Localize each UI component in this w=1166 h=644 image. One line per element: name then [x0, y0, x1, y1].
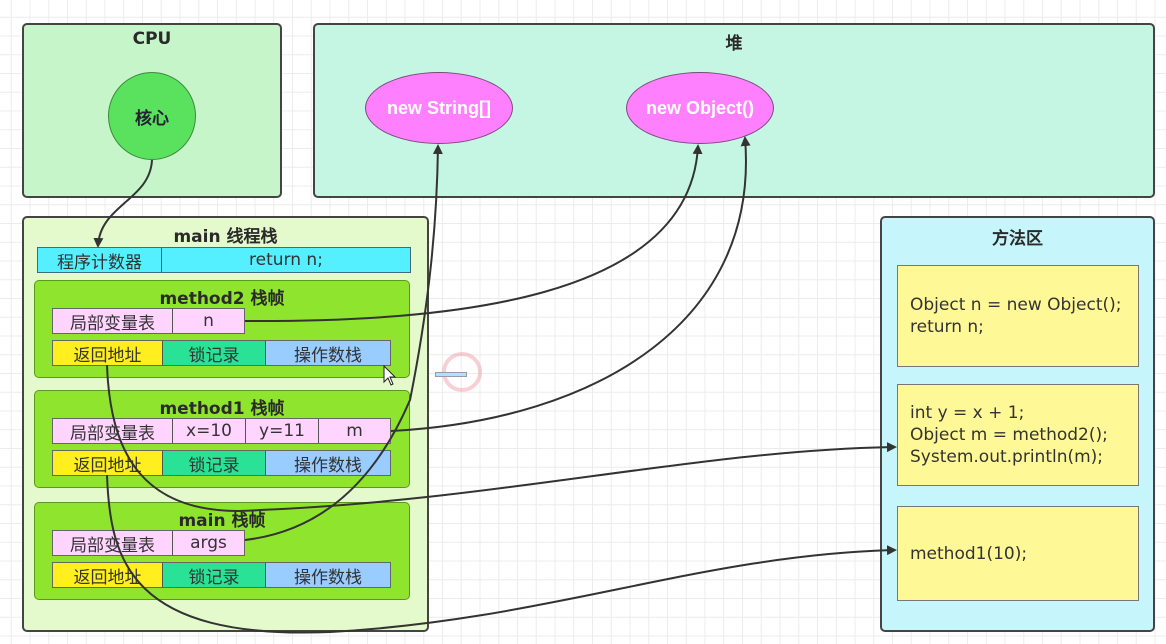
heap-object-string-array[interactable]: new String[]	[365, 72, 513, 144]
program-counter-row[interactable]: 程序计数器 return n;	[37, 247, 411, 273]
code-block-method2[interactable]: Object n = new Object(); return n;	[897, 265, 1139, 367]
click-indicator-bar	[435, 372, 467, 377]
locals-row-method2[interactable]: 局部变量表 n	[52, 308, 245, 334]
locals-row-main[interactable]: 局部变量表 args	[52, 530, 245, 556]
frame-title: method1 栈帧	[159, 399, 285, 419]
local-var-x[interactable]: x=10	[173, 419, 246, 443]
local-var-y[interactable]: y=11	[246, 419, 319, 443]
lock-record[interactable]: 锁记录	[163, 341, 266, 366]
locals-row-method1[interactable]: 局部变量表 x=10 y=11 m	[52, 418, 391, 444]
local-var-m[interactable]: m	[346, 421, 363, 441]
heap-title: 堆	[725, 34, 743, 54]
code-block-method1[interactable]: int y = x + 1; Object m = method2(); Sys…	[897, 384, 1139, 486]
return-address[interactable]: 返回地址	[53, 451, 163, 476]
frame-title: main 栈帧	[178, 511, 266, 531]
locals-label: 局部变量表	[53, 309, 173, 334]
lock-record[interactable]: 锁记录	[163, 563, 266, 588]
program-counter-value: return n;	[249, 250, 323, 270]
frame-info-row-method2[interactable]: 返回地址 锁记录 操作数栈	[52, 340, 391, 366]
heap-object-object[interactable]: new Object()	[626, 72, 774, 144]
cpu-title: CPU	[132, 29, 172, 49]
program-counter-label: 程序计数器	[38, 248, 162, 273]
locals-label: 局部变量表	[53, 419, 173, 444]
operand-stack[interactable]: 操作数栈	[266, 563, 390, 588]
local-var-args[interactable]: args	[190, 533, 227, 553]
frame-title: method2 栈帧	[159, 289, 285, 309]
operand-stack[interactable]: 操作数栈	[266, 451, 390, 476]
stack-title: main 线程栈	[173, 227, 278, 247]
operand-stack[interactable]: 操作数栈	[266, 341, 390, 366]
return-address[interactable]: 返回地址	[53, 341, 163, 366]
locals-label: 局部变量表	[53, 531, 173, 556]
return-address[interactable]: 返回地址	[53, 563, 163, 588]
code-block-main[interactable]: method1(10);	[897, 506, 1139, 601]
method-area-title: 方法区	[992, 229, 1043, 249]
frame-info-row-main[interactable]: 返回地址 锁记录 操作数栈	[52, 562, 391, 588]
cpu-core-node[interactable]: 核心	[108, 72, 196, 160]
lock-record[interactable]: 锁记录	[163, 451, 266, 476]
local-var-n[interactable]: n	[203, 311, 214, 331]
mouse-cursor-icon	[383, 365, 397, 386]
frame-info-row-method1[interactable]: 返回地址 锁记录 操作数栈	[52, 450, 391, 476]
